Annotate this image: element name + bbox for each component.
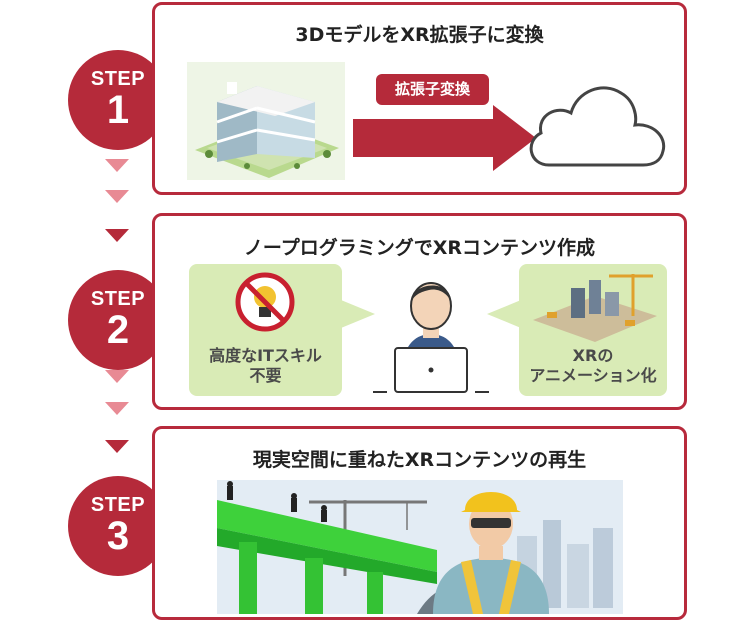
bubble-pointer: [341, 300, 375, 328]
no-skill-text-2: 不要: [249, 366, 282, 385]
down-arrow-icon: [105, 190, 129, 203]
step-label: STEP: [90, 288, 146, 310]
animation-text-2: アニメーション化: [529, 366, 657, 385]
down-arrow-icon: [105, 159, 129, 172]
step-1-panel: 3DモデルをXR拡張子に変換 拡張子変換: [152, 2, 687, 195]
cloud-icon: [529, 86, 666, 167]
bubble-pointer: [487, 300, 521, 328]
step-1-badge: STEP 1: [68, 50, 168, 150]
panel-title: ノープログラミングでXRコンテンツ作成: [243, 237, 596, 259]
step-number: 1: [106, 88, 130, 132]
step-number: 2: [106, 308, 130, 352]
down-arrow-icon: [105, 370, 129, 383]
step-3-panel: 現実空間に重ねたXRコンテンツの再生: [152, 426, 687, 620]
step-label: STEP: [90, 68, 146, 90]
bridge-worker-image: [217, 480, 623, 614]
no-bulb-icon: [235, 272, 295, 332]
down-arrow-icon: [105, 440, 129, 453]
panel-title: 3DモデルをXR拡張子に変換: [295, 24, 544, 46]
step-label: STEP: [90, 494, 146, 516]
person-laptop-illustration: [373, 282, 489, 393]
animation-text-1: XRの: [572, 346, 614, 365]
step-2-badge: STEP 2: [68, 270, 168, 370]
panel-title: 現実空間に重ねたXRコンテンツの再生: [252, 449, 587, 471]
conversion-badge: 拡張子変換: [376, 74, 489, 105]
down-arrow-icon: [105, 402, 129, 415]
down-arrow-icon: [105, 229, 129, 242]
building-model-image: [187, 62, 345, 180]
step-2-panel: ノープログラミングでXRコンテンツ作成 高度なITスキル 不要 XRの アニメー…: [152, 213, 687, 410]
step-number: 3: [106, 514, 130, 558]
arrow-icon: [353, 105, 536, 171]
no-skill-text-1: 高度なITスキル: [209, 346, 322, 365]
construction-site-image: [533, 274, 657, 342]
step-3-badge: STEP 3: [68, 476, 168, 576]
